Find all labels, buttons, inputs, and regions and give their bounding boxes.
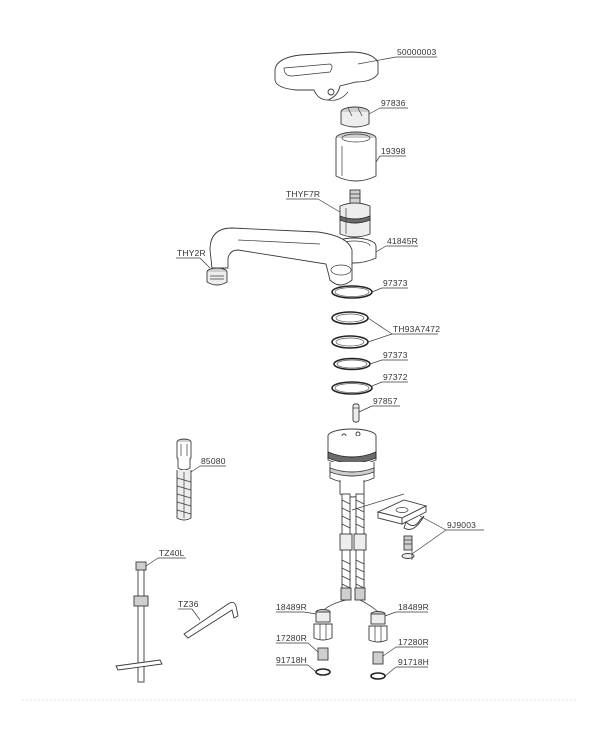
oring-a-part bbox=[331, 285, 373, 299]
rod-part bbox=[115, 561, 163, 683]
label-nut-right: 17280R bbox=[398, 637, 429, 647]
gasket-pair-part bbox=[331, 311, 369, 349]
nipple-left-part bbox=[313, 609, 333, 641]
washer-left-part bbox=[315, 668, 331, 676]
label-pin: 97857 bbox=[373, 396, 398, 406]
tool-part bbox=[176, 438, 192, 521]
label-ring-nut: 41845R bbox=[387, 236, 418, 246]
label-cover: 19398 bbox=[381, 146, 406, 156]
label-aerator: THY2R bbox=[177, 248, 206, 258]
nipple-right-part bbox=[368, 611, 388, 643]
adapter-part bbox=[340, 106, 370, 128]
fixing-set-part bbox=[351, 493, 428, 560]
cover-part bbox=[335, 131, 377, 182]
label-rod: TZ40L bbox=[159, 548, 185, 558]
label-oring-b: 97373 bbox=[383, 350, 408, 360]
nut-right-part bbox=[372, 651, 384, 665]
label-washer-left: 91718H bbox=[276, 655, 307, 665]
spout-part bbox=[209, 227, 353, 286]
oring-b-part bbox=[333, 357, 371, 371]
label-washer-right: 91718H bbox=[398, 657, 429, 667]
label-nut-left: 17280R bbox=[276, 633, 307, 643]
lever-handle bbox=[274, 51, 379, 101]
lever-leader bbox=[357, 56, 397, 65]
washer-right-part bbox=[370, 672, 386, 680]
label-key: TZ36 bbox=[178, 599, 199, 609]
label-oring-c: 97372 bbox=[383, 372, 408, 382]
label-tool: 85080 bbox=[201, 456, 226, 466]
label-nipple-left: 18489R bbox=[276, 602, 307, 612]
label-adapter: 97836 bbox=[381, 98, 406, 108]
tap-body bbox=[327, 428, 377, 498]
label-nipple-right: 18489R bbox=[398, 602, 429, 612]
label-fixing-set: 9J9003 bbox=[447, 520, 476, 530]
cartridge-part bbox=[339, 189, 371, 238]
label-cartridge: THYF7R bbox=[286, 189, 320, 199]
label-gasket-pair: TH93A7472 bbox=[393, 324, 440, 334]
nut-left-part bbox=[317, 647, 329, 661]
label-oring-a: 97373 bbox=[383, 278, 408, 288]
key-part bbox=[183, 601, 239, 639]
flexible-hoses bbox=[323, 493, 379, 613]
pin-part bbox=[352, 403, 360, 423]
aerator-part bbox=[206, 267, 228, 286]
label-lever: 50000003 bbox=[397, 47, 436, 57]
oring-c-part bbox=[331, 381, 373, 395]
